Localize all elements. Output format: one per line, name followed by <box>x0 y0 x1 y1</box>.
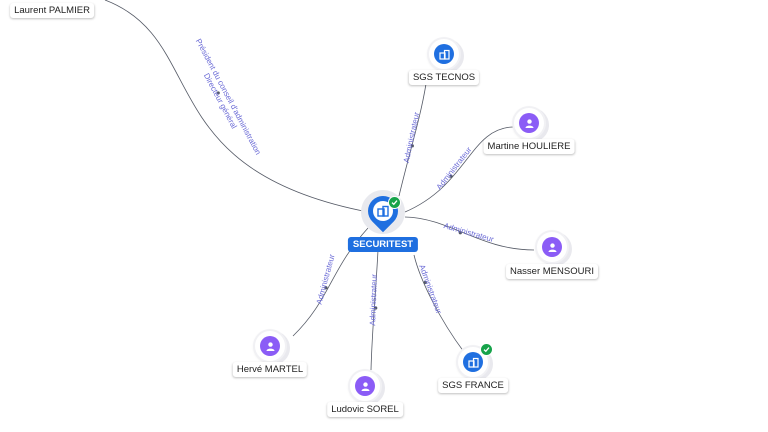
edge-arrow-laurent <box>216 91 220 95</box>
edge-ludovic <box>370 249 379 371</box>
edge-arrow-tecnos <box>410 144 414 148</box>
edge-label-ludovic: Administrateur <box>368 274 379 326</box>
edge-label-nasser: Administrateur <box>443 221 495 244</box>
building-icon <box>463 352 483 372</box>
edge-arrow-nasser <box>458 231 462 235</box>
node-label: Martine HOULIERE <box>483 139 575 154</box>
edge-arrow-ludovic <box>374 306 378 310</box>
center-company-name: SECURITEST <box>347 237 419 252</box>
node-label: SGS FRANCE <box>438 378 508 393</box>
person-avatar <box>514 108 544 138</box>
edge-arrow-herve <box>324 286 328 290</box>
person-icon <box>260 336 280 356</box>
person-icon <box>519 113 539 133</box>
edge-nasser <box>404 216 535 251</box>
edge-martine <box>404 126 514 213</box>
edge-laurent <box>104 0 369 213</box>
company-avatar <box>429 39 459 69</box>
building-icon <box>434 44 454 64</box>
edge-arrow-sgsfrance <box>423 280 427 285</box>
verified-check-icon <box>480 343 493 356</box>
company-avatar <box>458 343 493 377</box>
building-icon <box>373 201 393 221</box>
person-avatar <box>255 331 285 361</box>
node-label: Laurent PALMIER <box>10 3 94 18</box>
edge-sgsfrance <box>413 254 465 353</box>
person-icon <box>355 376 375 396</box>
person-avatar <box>350 371 380 401</box>
edge-tecnos <box>398 83 427 197</box>
person-avatar <box>537 232 567 262</box>
edge-label-herve: Administrateur <box>315 253 337 305</box>
verified-check-icon <box>388 196 401 209</box>
edge-label-martine: Administrateur <box>435 145 474 191</box>
node-label: Nasser MENSOURI <box>506 264 598 279</box>
node-label: Ludovic SOREL <box>327 402 403 417</box>
edge-label-laurent: Président du conseil d'administrationDir… <box>186 37 263 160</box>
node-label: Hervé MARTEL <box>232 362 308 377</box>
edge-label-tecnos: Administrateur <box>402 111 422 164</box>
node-label: SGS TECNOS <box>408 70 480 85</box>
edge-arrow-martine <box>449 174 453 178</box>
person-icon <box>542 237 562 257</box>
edge-label-sgsfrance: Administrateur <box>417 263 443 315</box>
